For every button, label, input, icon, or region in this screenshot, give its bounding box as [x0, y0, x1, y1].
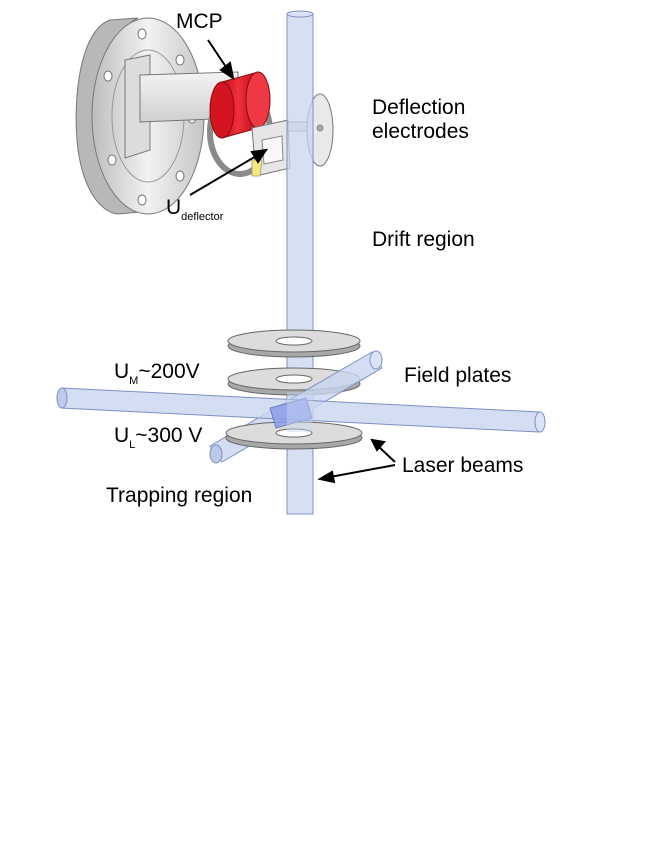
trapping-region-label: Trapping region: [106, 484, 253, 507]
annotation-arrows: [189, 39, 396, 484]
um-voltage-label: UM~200V: [114, 360, 200, 388]
um-subscript: M: [129, 375, 139, 387]
um-value: ~200V: [138, 360, 200, 383]
laser-beams-label: Laser beams: [402, 454, 524, 477]
mcp-arrow: [207, 39, 229, 71]
deflection-electrodes-label-line2: electrodes: [372, 120, 469, 144]
deflection-electrodes-label: Deflection electrodes: [372, 96, 469, 144]
u-deflector-main: U: [166, 196, 182, 219]
ul-main: U: [114, 424, 130, 447]
drift-region-label: Drift region: [372, 228, 475, 251]
ul-voltage-label: UL~300 V: [114, 424, 202, 452]
u-deflector-label: Udeflector: [166, 196, 223, 224]
u-deflector-arrow: [189, 154, 259, 196]
mcp-label: MCP: [176, 10, 223, 33]
field-plates-label: Field plates: [404, 364, 512, 387]
mcp-cylinder: [209, 71, 271, 139]
field-plate-bottom: [225, 421, 363, 450]
field-plate-top: [227, 329, 361, 358]
u-deflector-subscript: deflector: [181, 211, 224, 223]
laser-beams-arrow-2: [329, 464, 396, 478]
trapping-region-highlight: [269, 397, 313, 429]
laser-beams-arrow-1: [377, 445, 396, 463]
deflection-electrodes-label-line1: Deflection: [372, 96, 466, 119]
ul-subscript: L: [129, 439, 136, 451]
ul-value: ~300 V: [135, 424, 203, 447]
um-main: U: [114, 360, 130, 383]
